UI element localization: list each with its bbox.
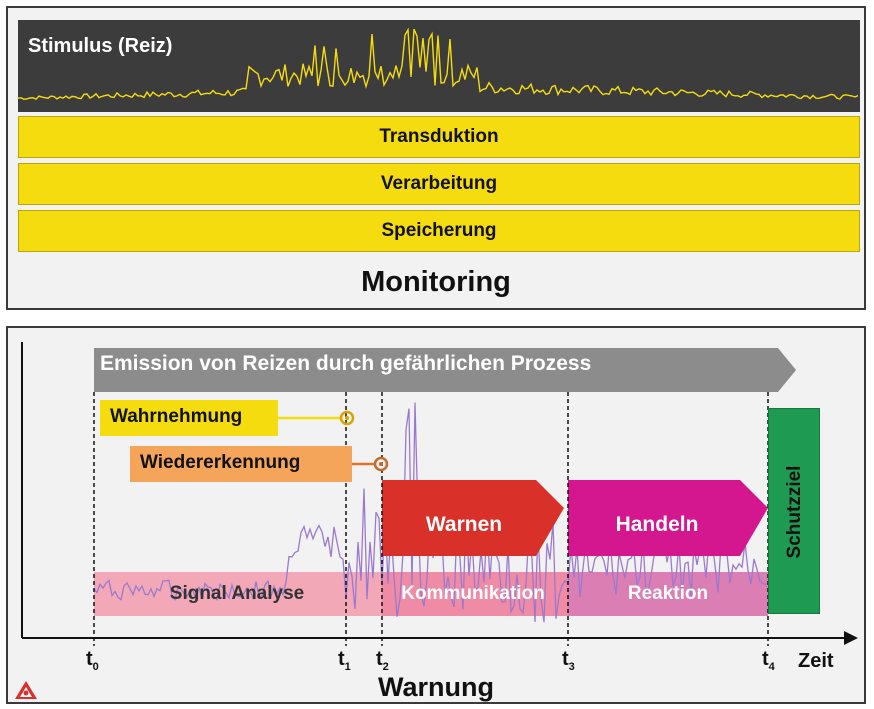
warnung-panel: Emission von Reizen durch gefährlichen P…: [6, 326, 866, 704]
tick-t2: t2: [376, 648, 389, 673]
layer-transduktion: Transduktion: [18, 116, 860, 158]
layer-verarbeitung: Verarbeitung: [18, 163, 860, 205]
axis-label-zeit: Zeit: [798, 650, 834, 672]
schutzziel-label: Schutzziel: [784, 465, 805, 559]
warning-triangle-icon: [15, 681, 37, 699]
layer-speicherung: Speicherung: [18, 210, 860, 252]
warnen-arrow: [382, 480, 564, 556]
stimulus-label: Stimulus (Reiz): [28, 35, 173, 57]
monitoring-title: Monitoring: [361, 266, 511, 298]
wahrnehmung-tag: Wahrnehmung: [100, 400, 278, 436]
tick-t4: t4: [762, 648, 775, 673]
stimulus-signal: [18, 27, 859, 101]
monitoring-panel: Stimulus (Reiz) Transduktion Verarbeitun…: [6, 6, 866, 310]
wiedererkennung-point: [373, 456, 389, 472]
wiedererkennung-tag: Wiedererkennung: [130, 446, 352, 482]
signal-analyse-label: Signal Analyse: [169, 583, 305, 604]
wahrnehmung-point: [339, 410, 355, 426]
tick-t1: t1: [338, 648, 351, 673]
handeln-arrow: [568, 480, 768, 556]
warnen-label: Warnen: [425, 513, 503, 536]
reaktion-band: [568, 572, 768, 616]
warnung-title: Warnung: [378, 672, 494, 702]
tick-t3: t3: [562, 648, 575, 673]
reaktion-label: Reaktion: [627, 583, 709, 604]
emission-arrow: [94, 348, 796, 392]
handeln-label: Handeln: [615, 513, 699, 536]
tick-t0: t0: [86, 648, 99, 673]
stimulus-box: Stimulus (Reiz): [18, 20, 860, 112]
warnung-diagram: [21, 342, 858, 646]
signal-analyse-band: [94, 572, 382, 616]
x-axis-arrowhead: [844, 631, 858, 645]
schutzziel-box: Schutzziel: [768, 408, 820, 614]
kommunikation-label: Kommunikation: [401, 583, 545, 604]
emission-label: Emission von Reizen durch gefährlichen P…: [100, 352, 592, 375]
